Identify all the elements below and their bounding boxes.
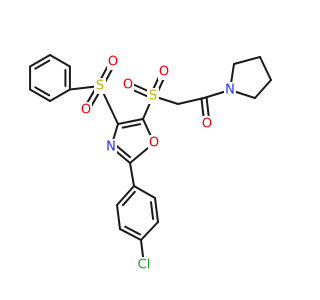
- bond-ph1-ph2: [29, 54, 51, 68]
- bond-CH2-CO: [177, 97, 205, 105]
- bond-ph5-ph6: [29, 88, 51, 102]
- atom-background-Oket: [201, 116, 213, 132]
- bond-C4-C5-inner: [121, 123, 142, 129]
- bond-py2-py3: [259, 56, 272, 81]
- bond-cp6-cp1: [133, 185, 156, 199]
- bond-ph5-ph6-inner: [34, 86, 51, 97]
- bond-C2-N3-inner: [115, 144, 132, 159]
- bond-cp4-cp5: [140, 221, 159, 241]
- atom-background-O1a: [80, 102, 92, 118]
- bond-C4-C5: [117, 118, 144, 125]
- atom-background-O1b: [107, 54, 119, 70]
- atom-label-O2a: O: [123, 78, 133, 93]
- atom-label-N3: N: [106, 140, 116, 155]
- bond-cp1-cp2-inner: [121, 190, 136, 207]
- bond-cp5-cp6-inner: [149, 201, 155, 220]
- atom-label-Oox: O: [149, 136, 159, 151]
- atom-label-Npy: N: [225, 83, 235, 98]
- atom-background-O2b: [158, 64, 170, 80]
- atom-label-O1b: O: [108, 55, 118, 70]
- bond-ph2-ph3: [49, 54, 71, 68]
- bond-py1-py2: [233, 56, 261, 65]
- bond-cp3-cp4: [119, 228, 142, 241]
- bond-cp3-cp4-inner: [124, 225, 141, 236]
- atom-label-O2b: O: [159, 65, 169, 80]
- bond-cp2-cp3: [116, 204, 121, 230]
- bond-C2-cp1: [129, 162, 135, 187]
- atom-label-S1: S: [96, 79, 104, 94]
- atom-background-Npy: [224, 82, 236, 98]
- atom-label-Oket: O: [202, 117, 212, 132]
- atom-background-O2a: [122, 77, 134, 93]
- atom-background-S1: [94, 78, 106, 94]
- bond-cp1-cp2: [116, 185, 135, 206]
- atom-label-Cl: Cl: [138, 258, 151, 273]
- atom-background-Cl: [135, 257, 153, 273]
- atom-background-S2: [147, 88, 159, 104]
- bond-cp5-cp6: [154, 197, 159, 223]
- atom-label-O1a: O: [81, 103, 91, 118]
- atom-background-N3: [105, 139, 117, 155]
- atom-background-Oox: [148, 135, 160, 151]
- bond-py3-py4: [254, 79, 272, 99]
- atom-label-S2: S: [149, 89, 157, 104]
- bond-ph4-ph5: [49, 88, 71, 102]
- bond-ph1-ph2-inner: [34, 59, 51, 70]
